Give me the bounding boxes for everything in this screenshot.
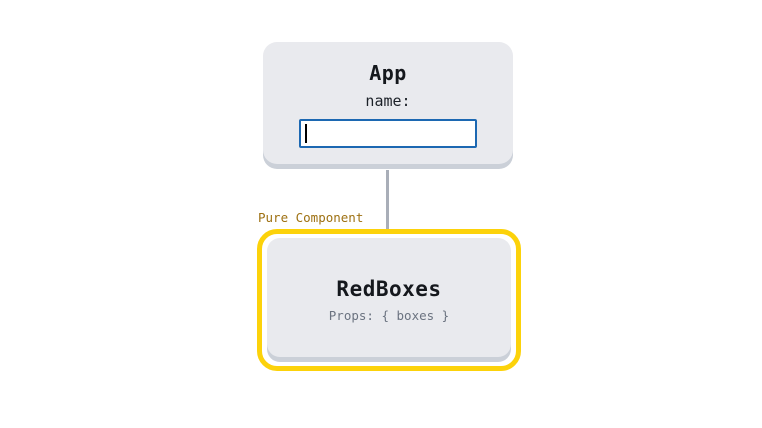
app-title: App bbox=[369, 61, 407, 85]
name-field-label: name: bbox=[365, 92, 411, 110]
redboxes-component-card: RedBoxes Props: { boxes } bbox=[267, 238, 511, 357]
name-input-wrapper bbox=[299, 119, 477, 148]
name-input[interactable] bbox=[299, 119, 477, 148]
redboxes-props-label: Props: { boxes } bbox=[328, 307, 450, 323]
app-component-card: App name: bbox=[263, 42, 513, 164]
text-caret bbox=[305, 124, 307, 143]
redboxes-title: RedBoxes bbox=[336, 276, 442, 301]
pure-component-annotation: Pure Component bbox=[258, 210, 364, 225]
pure-component-highlight: RedBoxes Props: { boxes } bbox=[257, 229, 521, 371]
connector-line bbox=[386, 170, 389, 230]
